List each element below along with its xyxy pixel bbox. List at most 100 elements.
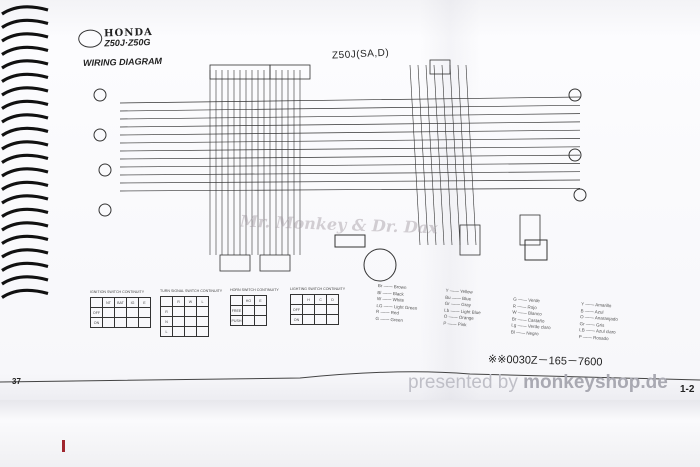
spiral-coil xyxy=(1,167,49,178)
table-header-cell: BAT xyxy=(114,297,127,308)
spiral-coil xyxy=(1,234,49,245)
page-bottom-rule xyxy=(0,371,700,383)
wire xyxy=(433,64,445,246)
spiral-coil xyxy=(1,153,49,164)
wire xyxy=(409,64,421,246)
table-header-cell: IG xyxy=(126,297,139,308)
table-cell: ON xyxy=(290,314,303,325)
wiring-diagram xyxy=(93,59,587,282)
wire xyxy=(441,64,453,246)
table-cell xyxy=(314,314,327,325)
lamp-symbol xyxy=(93,128,107,142)
wire xyxy=(425,64,437,246)
table-cell xyxy=(184,316,197,327)
wire xyxy=(119,104,581,112)
spiral-coil xyxy=(1,180,49,191)
table-cell xyxy=(102,307,115,318)
spiral-coil xyxy=(1,140,49,151)
table-cell: OFF xyxy=(90,307,103,318)
wire xyxy=(449,64,461,246)
table-header-cell: HO xyxy=(242,295,255,306)
lamp-symbol xyxy=(568,88,582,102)
table-header-cell xyxy=(290,294,303,305)
wire xyxy=(119,146,581,152)
lamp-symbol xyxy=(98,163,112,177)
spiral-coil xyxy=(1,126,49,137)
wire xyxy=(119,163,581,168)
table-cell xyxy=(184,306,197,317)
connector-box xyxy=(519,214,541,246)
page-stack-edge xyxy=(0,400,700,467)
spiral-coil xyxy=(1,221,49,232)
table-cell xyxy=(242,305,255,316)
table-cell xyxy=(138,317,151,328)
spiral-coil xyxy=(1,18,49,29)
spiral-coil xyxy=(1,5,49,16)
ignition-coil-symbol xyxy=(334,234,366,248)
continuity-table-title: TURN SIGNAL SWITCH CONTINUITY xyxy=(160,289,223,293)
brand-model: Z50J·Z50G xyxy=(104,37,151,49)
watermark: presented by monkeyshop.de xyxy=(408,372,668,394)
table-header-cell xyxy=(160,296,173,307)
table-cell xyxy=(196,306,209,317)
spiral-coil xyxy=(1,72,49,83)
lamp-symbol xyxy=(573,188,587,202)
page-number-left: 37 xyxy=(12,377,21,386)
spiral-coil xyxy=(1,261,49,272)
wire xyxy=(119,138,581,144)
table-cell xyxy=(172,326,185,337)
alternator-symbol xyxy=(363,248,397,282)
wire xyxy=(465,64,477,246)
table-header-cell xyxy=(90,297,103,308)
table-cell xyxy=(302,304,315,315)
watermark-site: monkeyshop.de xyxy=(523,372,668,393)
spiral-coil xyxy=(1,45,49,56)
table-header-cell: L xyxy=(196,296,209,307)
spiral-coil xyxy=(1,194,49,205)
table-cell xyxy=(172,316,185,327)
table-cell xyxy=(114,307,127,318)
battery-symbol xyxy=(524,239,548,261)
table-header-cell: D xyxy=(326,294,339,305)
wire xyxy=(457,64,469,246)
table-header-cell: R xyxy=(172,296,185,307)
table-header-cell: NT xyxy=(102,297,115,308)
table-cell: OFF xyxy=(290,304,303,315)
table-cell xyxy=(172,306,185,317)
table-cell: R xyxy=(160,306,173,317)
lamp-symbol xyxy=(93,88,107,102)
bookmark-ribbon xyxy=(62,440,65,452)
wire xyxy=(119,187,581,192)
table-cell xyxy=(326,304,339,315)
table-header-cell: H xyxy=(302,294,315,305)
table-header-cell xyxy=(230,295,243,306)
wire xyxy=(119,171,581,176)
lamp-symbol xyxy=(568,148,582,162)
table-header-cell: E xyxy=(138,297,151,308)
table-cell xyxy=(254,305,267,316)
wire xyxy=(119,129,581,136)
wire xyxy=(119,179,581,184)
connector-box xyxy=(459,224,481,256)
connector-box xyxy=(429,59,451,75)
spiral-binding xyxy=(1,5,49,299)
continuity-table-title: LIGHTING SWITCH CONTINUITY xyxy=(290,287,346,291)
spiral-coil xyxy=(1,113,49,124)
page-number-right: 1-2 xyxy=(680,384,695,395)
table-cell: PUSH xyxy=(230,315,243,326)
connector-box xyxy=(259,254,291,272)
continuity-table-title: HORN SWITCH CONTINUITY xyxy=(230,288,279,292)
table-header-cell: E xyxy=(254,295,267,306)
spiral-coil xyxy=(1,207,49,218)
table-cell xyxy=(242,315,255,326)
table-header-cell: W xyxy=(184,296,197,307)
honda-wing-logo xyxy=(78,29,103,48)
table-cell xyxy=(138,307,151,318)
